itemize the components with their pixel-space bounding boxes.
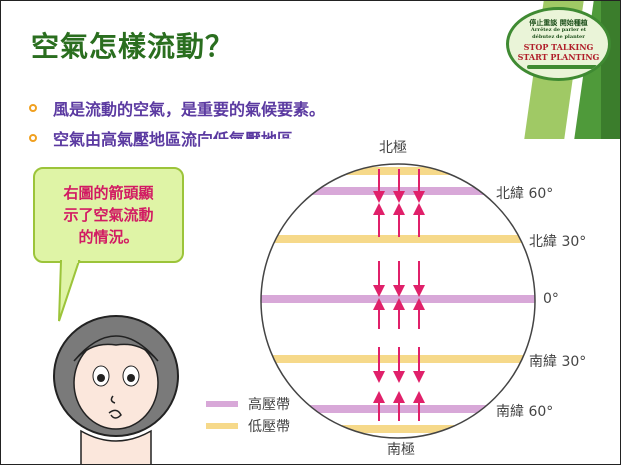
globe-outline [260, 163, 536, 439]
low-pressure-belt [261, 167, 535, 175]
page-title: 空氣怎樣流動？ [31, 30, 235, 63]
bullet-item: 風是流動的空氣，是重要的氣候要素。 [29, 93, 325, 123]
latitude-label: 南緯 60° [496, 404, 554, 420]
bullet-text: 風是流動的空氣，是重要的氣候要素。 [53, 100, 326, 119]
callout-box: 右圖的箭頭顯 示了空氣流動 的情況。 [33, 167, 184, 263]
north-pole-label: 北極 [379, 140, 407, 156]
pressure-belt-diagram: 北極 南極 北緯 60° 北緯 30° 0° 南緯 30° 南緯 60° [201, 139, 620, 464]
latitude-label: 0° [543, 291, 559, 307]
callout-line: 示了空氣流動 [63, 206, 154, 224]
legend-swatch-high [206, 401, 238, 407]
latitude-label: 北緯 30° [529, 234, 587, 250]
badge-line-4: STOP TALKING [523, 42, 594, 52]
south-pole-label: 南極 [387, 442, 415, 458]
stop-talking-badge: 停止重談 開始種植 Arrêtez de parler et débutez d… [506, 7, 611, 81]
low-pressure-belt [261, 235, 535, 243]
bullet-dot [29, 134, 37, 142]
low-pressure-belt [261, 425, 535, 433]
callout-line: 右圖的箭頭顯 [63, 184, 154, 202]
latitude-label: 南緯 30° [529, 354, 587, 370]
legend-item-high: 高壓帶 [206, 393, 290, 415]
legend-label-high: 高壓帶 [248, 397, 290, 413]
bullet-dot [29, 104, 37, 112]
globe-svg [260, 163, 536, 439]
badge-line-3: débutez de planter [532, 34, 585, 40]
latitude-label: 北緯 60° [496, 186, 554, 202]
girl-illustration [53, 315, 179, 464]
legend-label-low: 低壓帶 [248, 419, 290, 435]
badge-line-5: START PLANTING [517, 52, 600, 62]
badge-line-2: Arrêtez de parler et [530, 27, 587, 33]
legend-item-low: 低壓帶 [206, 415, 290, 437]
high-pressure-belt [261, 295, 535, 303]
callout-line: 的情況。 [78, 228, 139, 246]
legend: 高壓帶 低壓帶 [206, 393, 290, 437]
low-pressure-belt [261, 355, 535, 363]
legend-swatch-low [206, 423, 238, 429]
badge-icons [527, 65, 597, 69]
badge-line-1: 停止重談 開始種植 [529, 18, 588, 27]
callout-tail [58, 259, 81, 322]
